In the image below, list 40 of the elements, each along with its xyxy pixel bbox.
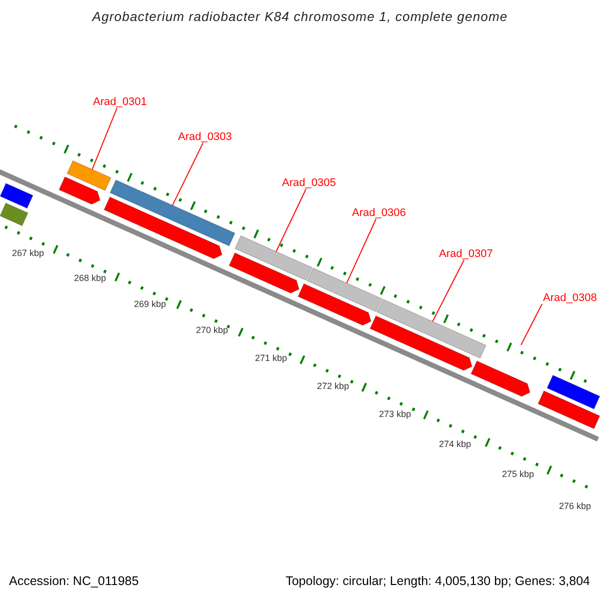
gene-block [110,179,236,246]
scale-label: 269 kbp [134,299,166,309]
gene-block [470,360,530,397]
gene-block [376,298,486,359]
gene-block [306,267,382,312]
gene-label: Arad_0307 [439,248,493,260]
gene-block [0,202,28,226]
scale-label: 275 kbp [502,469,534,479]
gene-block [58,176,100,205]
leader-line [92,108,118,170]
leader-line [276,188,306,252]
leader-line [346,218,376,284]
gene-block [234,235,312,281]
gene-label: Arad_0303 [178,131,232,143]
accession-text: Accession: NC_011985 [9,574,139,589]
scale-label: 267 kbp [12,248,44,258]
scale-label: 271 kbp [254,353,288,363]
gene-block [370,315,472,371]
genome-stats-text: Topology: circular; Length: 4,005,130 bp; Genes: 3,804 [286,574,590,589]
gene-label: Arad_0306 [352,207,406,219]
scale-label: 270 kbp [196,325,228,335]
leader-line [520,304,542,346]
gene-block [66,160,112,192]
gene-label: Arad_0301 [93,96,147,108]
leader-line [432,260,464,322]
scale-label: 268 kbp [74,273,106,283]
scale-label: 273 kbp [378,409,412,419]
gene-block [228,252,300,294]
title: Agrobacterium radiobacter K84 chromosome 1, complete genome [92,9,508,25]
scale-label: 274 kbp [438,439,472,449]
gene-block [104,196,222,260]
leader-line [172,142,204,206]
gene-block [0,182,34,209]
gene-label: Arad_0308 [543,292,597,304]
gene-label: Arad_0305 [282,177,336,189]
scale-label: 272 kbp [316,381,350,391]
gene-block [298,283,372,326]
scale-label: 276 kbp [558,501,592,511]
gene-block [538,390,600,430]
gene-block [546,374,600,410]
